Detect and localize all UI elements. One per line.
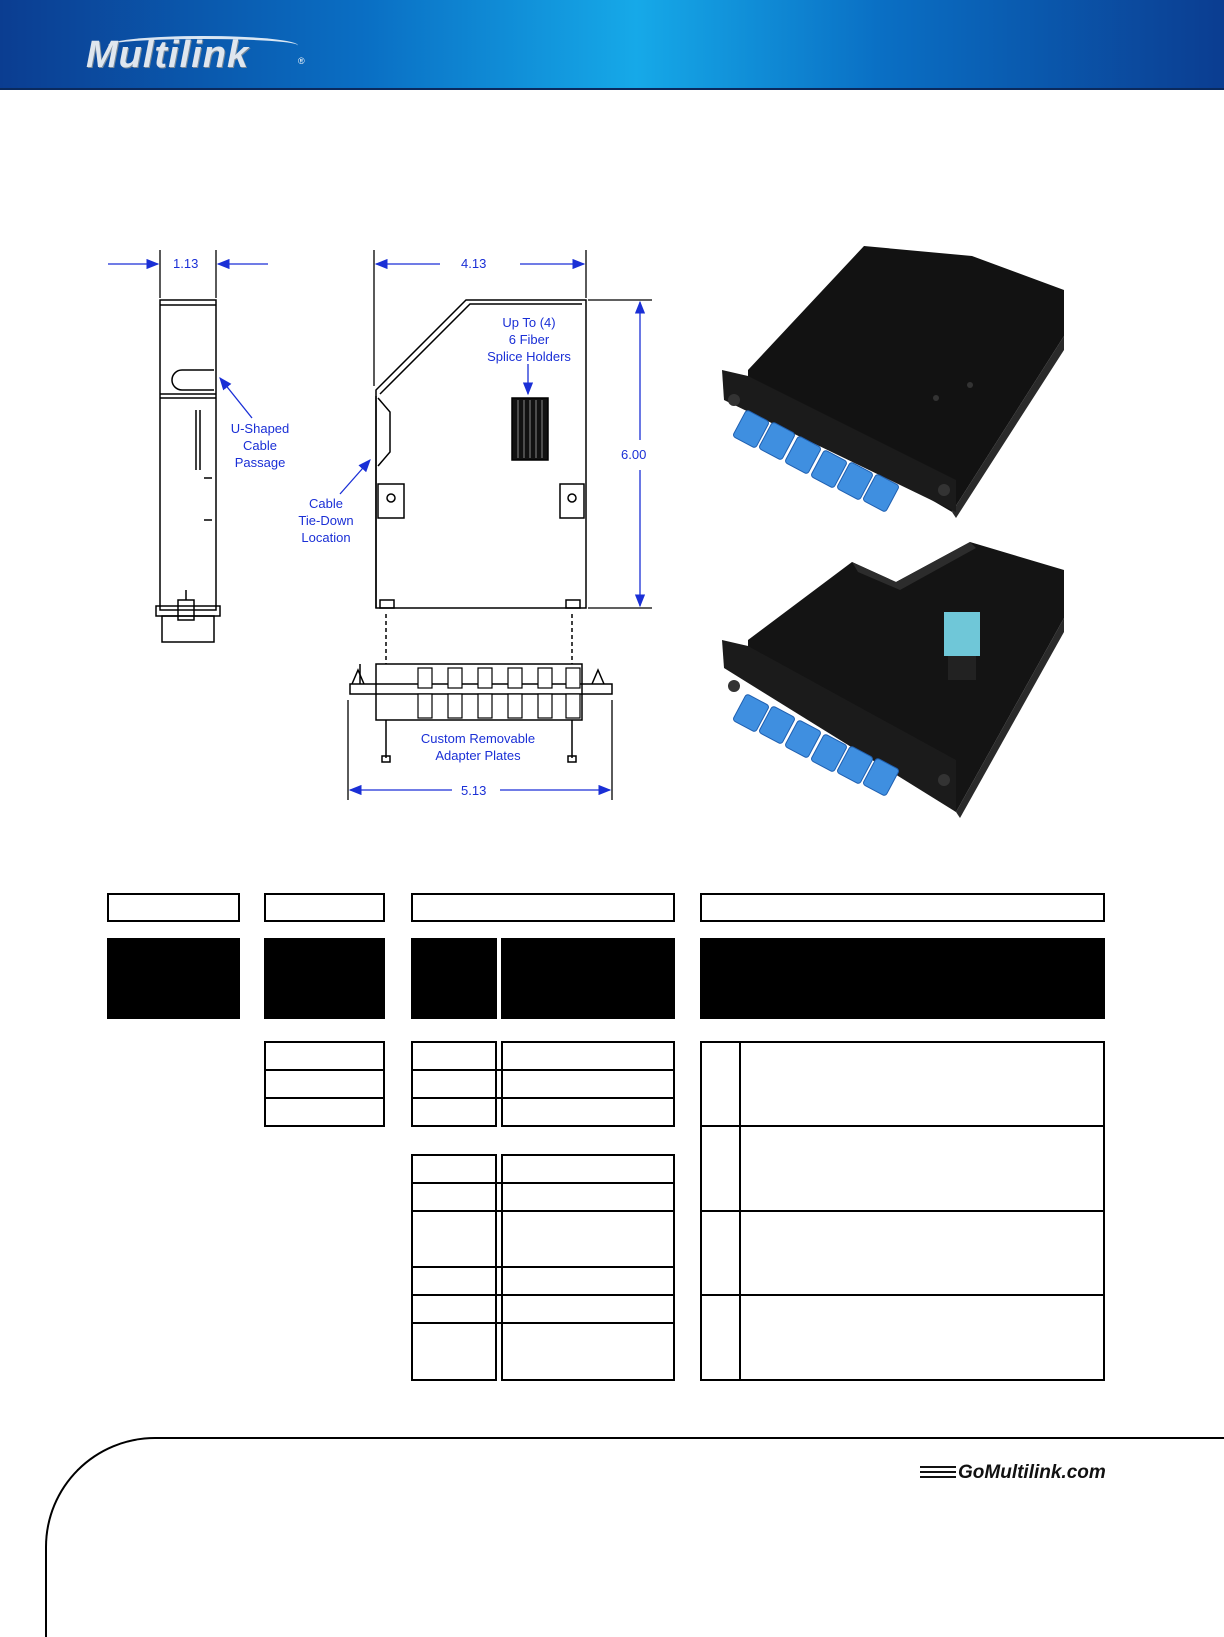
callout-line: U-Shaped <box>230 421 290 436</box>
table-header-cell-4 <box>700 893 1105 922</box>
header-banner: Multilink ® <box>0 0 1224 90</box>
width-dimension-label: 4.13 <box>458 256 490 271</box>
logo-registered-mark: ® <box>298 56 305 66</box>
table-header-cell-3 <box>411 893 675 922</box>
company-logo: Multilink <box>86 34 250 76</box>
technical-drawing <box>108 246 1064 818</box>
plate-width-dimension-label: 5.13 <box>458 783 490 798</box>
row-divider <box>411 1266 675 1268</box>
callout-line: Cable <box>309 496 343 511</box>
row-divider <box>411 1322 675 1324</box>
callout-line: Tie-Down <box>298 513 354 528</box>
callout-line: 6 Fiber <box>508 332 550 347</box>
row-divider <box>411 1294 675 1296</box>
row-divider <box>700 1210 1105 1212</box>
depth-dimension <box>108 250 268 419</box>
table-black-block-3a <box>411 938 497 1019</box>
row-divider <box>700 1125 1105 1127</box>
splice-holder-ribs <box>517 400 543 458</box>
side-view <box>155 299 221 643</box>
row-divider <box>411 1210 675 1212</box>
callout-line: Location <box>301 530 351 545</box>
column3-upper-right <box>501 1041 675 1127</box>
closed-blue-ports <box>733 410 899 512</box>
row-divider <box>411 1069 675 1071</box>
row-divider <box>411 1182 675 1184</box>
table-black-block-2 <box>264 938 385 1019</box>
logo-swoosh <box>108 36 298 55</box>
u-shaped-callout: U-Shaped Cable Passage <box>218 420 302 471</box>
callout-line: Up To (4) <box>502 315 556 330</box>
footer-curve <box>45 1437 1224 1637</box>
height-dimension-label: 6.00 <box>618 447 650 462</box>
callout-line: Splice Holders <box>487 349 571 364</box>
table-black-block-3b <box>501 938 675 1019</box>
row-divider <box>264 1069 385 1071</box>
website-speed-lines <box>920 1466 956 1480</box>
callout-line: Passage <box>234 455 286 470</box>
adapter-plate-callout: Custom Removable Adapter Plates <box>408 730 548 764</box>
depth-dimension-label: 1.13 <box>170 256 202 271</box>
tie-down-callout: Cable Tie-Down Location <box>290 495 362 546</box>
callout-line: Adapter Plates <box>435 748 521 763</box>
splice-holder-callout: Up To (4) 6 Fiber Splice Holders <box>478 314 580 365</box>
plate-dimension <box>347 700 613 800</box>
row-divider <box>411 1097 675 1099</box>
table-black-block-1 <box>107 938 240 1019</box>
table-header-cell-2 <box>264 893 385 922</box>
table-black-block-4 <box>700 938 1105 1019</box>
row-divider <box>700 1294 1105 1296</box>
adapter-plate-ports <box>417 667 581 719</box>
column2-table <box>264 1041 385 1127</box>
website-link[interactable]: GoMultilink.com <box>958 1462 1106 1483</box>
row-divider <box>264 1097 385 1099</box>
table-header-cell-1 <box>107 893 240 922</box>
callout-line: Custom Removable <box>420 731 536 746</box>
column3-upper-left <box>411 1041 497 1127</box>
callout-line: Cable <box>243 438 277 453</box>
front-dimensions <box>339 250 652 609</box>
product-photo-closed <box>722 246 1064 518</box>
open-blue-ports <box>733 694 899 796</box>
